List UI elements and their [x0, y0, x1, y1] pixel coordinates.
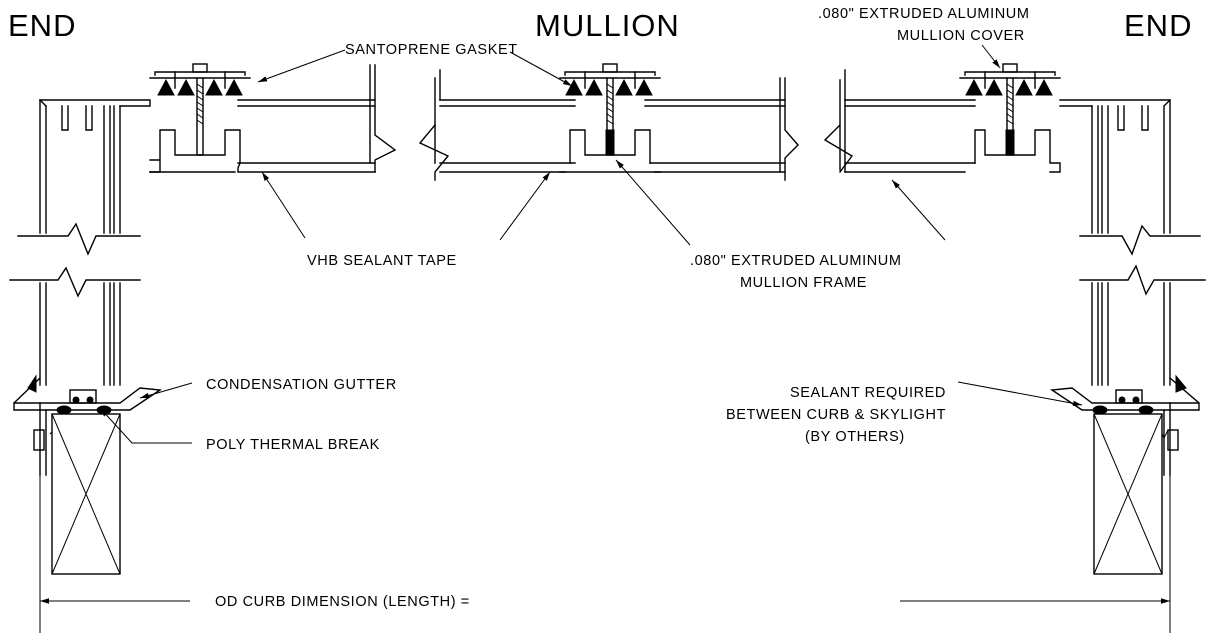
label-mullion-cover-line1: .080" EXTRUDED ALUMINUM — [818, 6, 1030, 22]
title-right-end: END — [1124, 8, 1192, 43]
label-vhb-sealant-tape: VHB SEALANT TAPE — [307, 253, 457, 269]
label-sealant-line3: (BY OTHERS) — [805, 429, 905, 445]
od-curb-dimension-line — [39, 475, 1171, 633]
label-sealant-line1: SEALANT REQUIRED — [790, 385, 946, 401]
right-mullion-assembly — [823, 63, 1061, 173]
label-mullion-frame-line1: .080" EXTRUDED ALUMINUM — [690, 253, 902, 269]
label-condensation-gutter: CONDENSATION GUTTER — [206, 377, 397, 393]
label-poly-thermal-break: POLY THERMAL BREAK — [206, 437, 380, 453]
title-left-end: END — [8, 8, 76, 43]
label-od-curb-dimension: OD CURB DIMENSION (LENGTH) = — [215, 594, 470, 610]
label-mullion-cover-line2: MULLION COVER — [897, 28, 1025, 44]
label-santoprene-gasket: SANTOPRENE GASKET — [345, 42, 518, 58]
label-sealant-line2: BETWEEN CURB & SKYLIGHT — [726, 407, 946, 423]
left-mullion-assembly — [149, 63, 397, 173]
right-end-frame — [1049, 99, 1206, 575]
leader-lines — [99, 44, 1083, 444]
label-mullion-frame-line2: MULLION FRAME — [740, 275, 867, 291]
title-mullion: MULLION — [535, 8, 680, 43]
center-mullion-assembly — [418, 63, 799, 181]
left-end-frame — [9, 99, 163, 575]
